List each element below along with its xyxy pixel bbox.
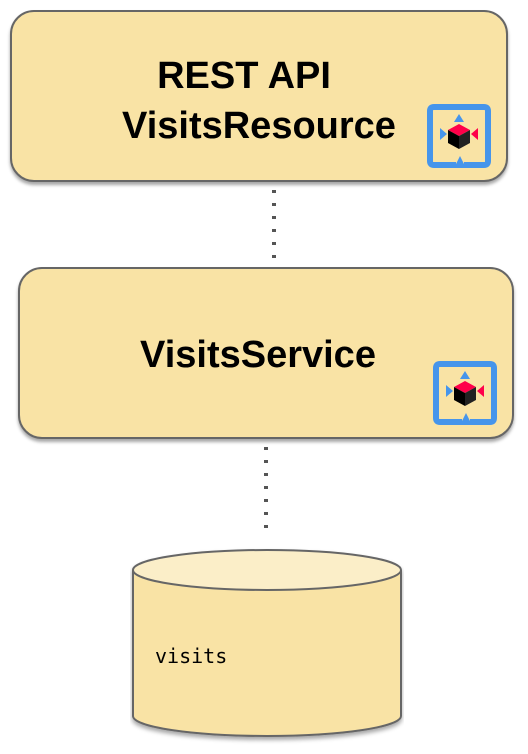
- visits-resource-box: REST API VisitsResource: [10, 10, 508, 182]
- resource-title-line2: VisitsResource: [122, 105, 396, 147]
- visits-service-box: VisitsService: [18, 267, 514, 439]
- resource-title-line1: REST API: [157, 55, 331, 97]
- dotted-connector-top: [272, 190, 276, 266]
- quarkus-icon: [433, 361, 497, 425]
- service-title: VisitsService: [140, 334, 376, 376]
- database-cylinder: [132, 549, 402, 737]
- database-label: visits: [155, 644, 228, 668]
- quarkus-icon: [427, 104, 491, 168]
- dotted-connector-bottom: [264, 447, 268, 531]
